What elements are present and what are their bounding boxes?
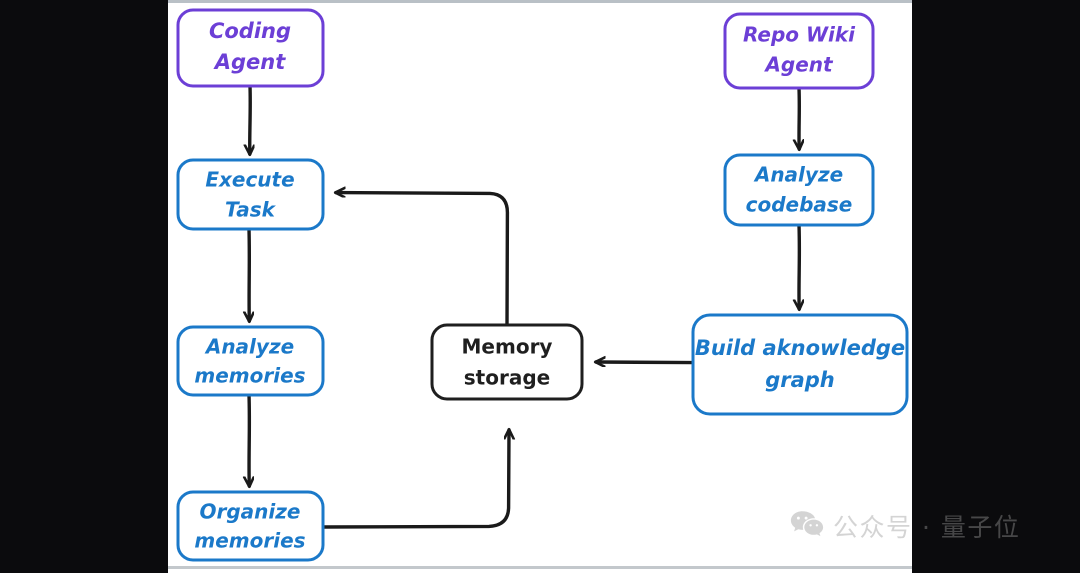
node-build-knowledge-graph[interactable]: Build aknowledge graph — [691, 313, 909, 416]
node-analyze-memories-shape — [176, 325, 325, 397]
node-build-knowledge-graph-line1: Build aknowledge — [695, 336, 905, 360]
node-coding-agent[interactable]: Coding Agent — [176, 8, 325, 88]
node-coding-agent-shape — [176, 8, 325, 88]
node-repo-wiki-agent-line2: Agent — [763, 53, 834, 77]
node-memory-storage[interactable]: Memory storage — [430, 323, 584, 401]
node-analyze-memories[interactable]: Analyze memories — [176, 325, 325, 397]
edge-coding-agent-to-execute-task — [250, 84, 251, 154]
node-coding-agent-line1: Coding — [209, 19, 291, 43]
node-repo-wiki-agent[interactable]: Repo Wiki Agent — [723, 12, 875, 90]
node-organize-memories-line2: memories — [194, 529, 305, 553]
node-organize-memories-line1: Organize — [200, 500, 301, 524]
node-build-knowledge-graph-line2: graph — [765, 368, 835, 392]
edge-build-graph-to-memory-storage — [596, 362, 694, 363]
edge-memory-storage-to-execute-task — [336, 193, 510, 327]
node-coding-agent-line2: Agent — [213, 50, 286, 74]
node-organize-memories-shape — [176, 490, 325, 562]
node-repo-wiki-agent-shape — [723, 12, 875, 90]
node-analyze-memories-line2: memories — [194, 364, 305, 388]
diagram-canvas — [168, 0, 912, 573]
node-analyze-codebase[interactable]: Analyze codebase — [723, 153, 875, 227]
canvas-top-edge — [168, 0, 912, 3]
node-execute-task[interactable]: Execute Task — [176, 158, 325, 231]
node-analyze-codebase-shape — [723, 153, 875, 227]
canvas-bottom-edge — [168, 566, 912, 569]
edge-organize-memories-to-memory-storage — [321, 430, 509, 529]
node-memory-storage-shape — [430, 323, 584, 401]
node-build-knowledge-graph-shape — [691, 313, 909, 416]
node-execute-task-line2: Task — [225, 198, 277, 222]
node-memory-storage-line1: Memory — [462, 335, 553, 359]
node-analyze-codebase-line2: codebase — [746, 193, 853, 217]
node-execute-task-line1: Execute — [205, 168, 294, 192]
node-organize-memories[interactable]: Organize memories — [176, 490, 325, 562]
node-analyze-codebase-line1: Analyze — [753, 163, 843, 187]
node-analyze-memories-line1: Analyze — [204, 335, 294, 359]
node-memory-storage-line2: storage — [464, 366, 550, 390]
node-repo-wiki-agent-line1: Repo Wiki — [743, 23, 856, 47]
node-execute-task-shape — [176, 158, 325, 231]
